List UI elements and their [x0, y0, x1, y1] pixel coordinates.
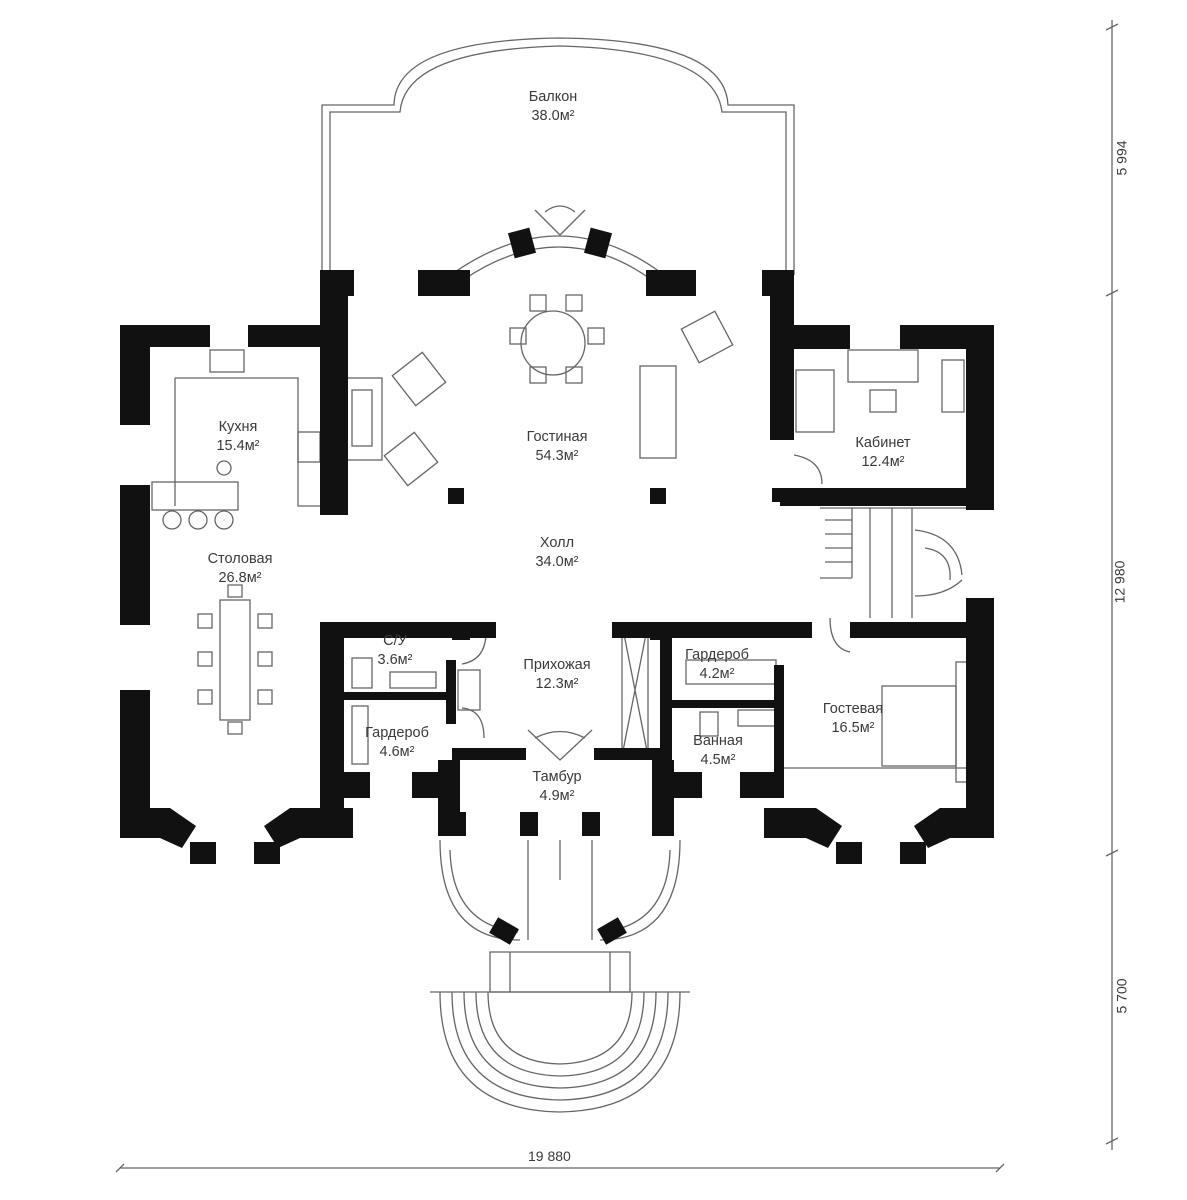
room-name: С/У — [383, 633, 407, 649]
room-area: 4.5м² — [700, 752, 736, 768]
dimension-right-bottom: 5 700 — [1113, 978, 1130, 1014]
room-label-office: Кабинет 12.4м² — [855, 434, 910, 472]
room-name: Балкон — [528, 89, 578, 105]
room-name: Тамбур — [532, 769, 582, 785]
room-area: 38.0м² — [531, 108, 575, 124]
room-label-dining-room: Столовая 26.8м² — [208, 550, 273, 588]
room-label-kitchen: Кухня 15.4м² — [216, 418, 259, 456]
room-label-wardrobe-right: Гардероб 4.2м² — [685, 646, 749, 684]
room-area: 4.9м² — [539, 788, 575, 804]
room-name: Кухня — [218, 419, 258, 435]
room-name: Холл — [539, 535, 575, 551]
room-area: 4.6м² — [379, 744, 415, 760]
room-area: 16.5м² — [831, 720, 875, 736]
room-name: Ванная — [693, 733, 743, 749]
dimension-right-top: 5 994 — [1113, 140, 1130, 176]
room-label-entrance-hall: Прихожая 12.3м² — [523, 656, 590, 694]
walls — [120, 227, 994, 945]
room-name: Кабинет — [855, 435, 911, 451]
room-area: 26.8м² — [218, 570, 262, 586]
thin-lines — [115, 20, 1119, 1173]
room-name: Столовая — [207, 551, 273, 567]
room-label-wc: С/У 3.6м² — [378, 632, 413, 670]
room-label-living-room: Гостиная 54.3м² — [527, 428, 588, 466]
room-name: Прихожая — [523, 657, 591, 673]
room-name: Гардероб — [685, 647, 749, 663]
room-name: Гостиная — [526, 429, 588, 445]
room-label-hall: Холл 34.0м² — [535, 534, 578, 572]
room-label-balcony: Балкон 38.0м² — [529, 88, 578, 126]
room-name: Гардероб — [365, 725, 429, 741]
dimension-bottom: 19 880 — [528, 1148, 571, 1164]
room-name: Гостевая — [822, 701, 884, 717]
room-area: 12.3м² — [535, 676, 579, 692]
room-area: 3.6м² — [377, 652, 413, 668]
room-area: 4.2м² — [699, 666, 735, 682]
room-area: 34.0м² — [535, 554, 579, 570]
room-label-vestibule: Тамбур 4.9м² — [532, 768, 581, 806]
room-area: 54.3м² — [535, 448, 579, 464]
room-label-guest-room: Гостевая 16.5м² — [823, 700, 883, 738]
room-area: 12.4м² — [861, 454, 905, 470]
room-label-bathroom: Ванная 4.5м² — [693, 732, 743, 770]
dimension-right-middle: 12 980 — [1111, 560, 1128, 604]
room-label-wardrobe-left: Гардероб 4.6м² — [365, 724, 429, 762]
room-area: 15.4м² — [216, 438, 260, 454]
